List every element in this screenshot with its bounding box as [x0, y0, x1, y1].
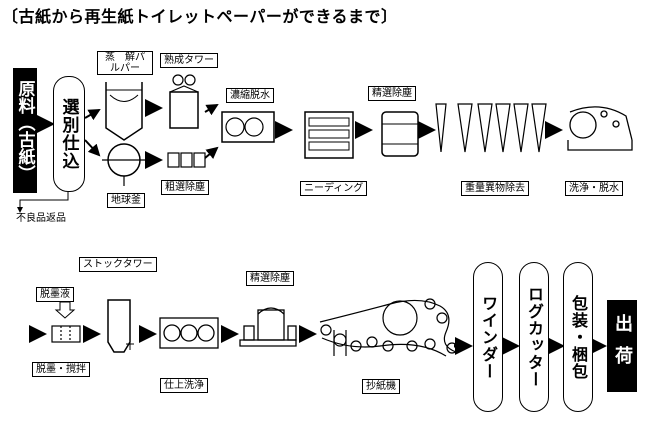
maturing-tower-label: 熟成タワー: [160, 53, 218, 68]
sort-node: 選別仕込: [53, 76, 85, 192]
thickening-icon: [221, 111, 275, 143]
deink-liquid-label: 脱墨液: [36, 287, 74, 302]
cone-cleaners-icon: [435, 103, 547, 153]
arrow-sort-to-globe: [84, 139, 101, 157]
coarse-screen-label: 粗選除塵: [161, 180, 209, 195]
steam-pulper-label: 蒸 解パルパー: [97, 51, 153, 75]
arrow-screen-to-thicken: [204, 146, 219, 160]
arrow-tower-to-thicken: [204, 103, 219, 116]
pulper-icon: [105, 82, 143, 141]
globe-kettle-icon: [102, 143, 146, 186]
fine-screen-1-icon: [381, 111, 419, 157]
stock-tower-label: ストックタワー: [79, 257, 157, 272]
shipping-label: 出荷: [612, 314, 633, 378]
diagram-title: 〔古紙から再生紙トイレットペーパーができるまで〕: [2, 7, 398, 26]
wash-dewater-label: 洗浄・脱水: [565, 181, 623, 196]
maturing-tower-icon: [169, 74, 199, 129]
fine-screen-2-icon: [239, 307, 297, 347]
sort-label: 選別仕込: [58, 98, 79, 170]
winder-node: ワインダー: [473, 262, 503, 412]
fine-screen-1-label: 精選除塵: [368, 86, 416, 101]
paper-machine-label: 抄紙機: [362, 379, 400, 394]
finish-wash-icon: [159, 317, 219, 349]
log-cutter-label: ログカッター: [525, 286, 544, 388]
thickening-label: 濃縮脱水: [226, 88, 274, 103]
paper-machine-icon: [319, 298, 458, 357]
globe-kettle-label: 地球釜: [107, 193, 145, 208]
packing-node: 包装・梱包: [563, 262, 593, 412]
washer-icon: [567, 106, 633, 151]
kneading-icon: [304, 111, 354, 159]
arrow-reject: [17, 192, 69, 213]
raw-material-label: 原料（古紙）: [14, 79, 35, 182]
deink-mixer-icon: [51, 325, 81, 343]
fine-screen-2-label: 精選除塵: [246, 271, 294, 286]
finish-wash-label: 仕上洗浄: [160, 378, 208, 393]
arrow-sort-to-pulper: [84, 109, 101, 121]
raw-material-box: 原料（古紙）: [13, 68, 37, 193]
log-cutter-node: ログカッター: [519, 262, 549, 412]
shipping-box: 出荷: [607, 300, 637, 392]
packing-label: 包装・梱包: [569, 294, 588, 380]
coarse-screen-icon: [167, 152, 206, 168]
kneading-label: ニーディング: [300, 181, 368, 196]
deink-stir-label: 脱墨・撹拌: [32, 362, 90, 377]
heavy-removal-label: 重量異物除去: [461, 181, 529, 196]
winder-label: ワインダー: [479, 294, 498, 380]
deink-liquid-arrow: [54, 301, 76, 319]
stock-tower-icon: [107, 299, 134, 353]
reject-label: 不良品返品: [16, 213, 66, 224]
